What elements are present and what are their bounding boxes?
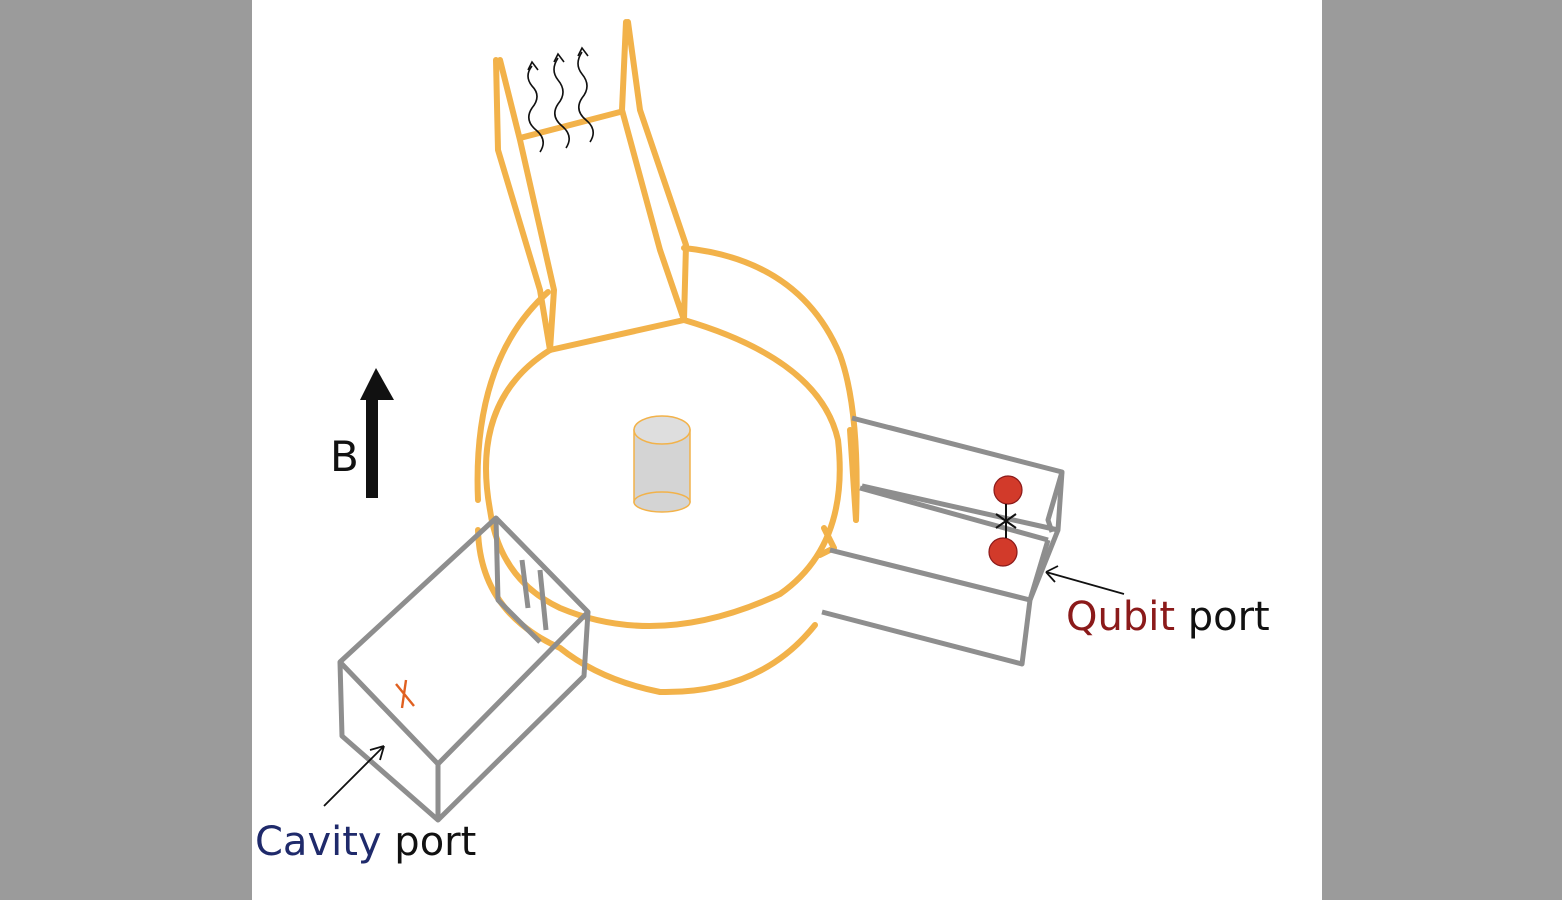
center-post: [633, 415, 691, 513]
chimney-right-wall: [619, 19, 689, 323]
cavity-body: [474, 19, 860, 696]
qubit-dot-top: [993, 475, 1023, 505]
cavity-outer-arc-right: [681, 245, 860, 523]
cross-icon: [395, 679, 415, 709]
wavy-lines-icon: [527, 46, 594, 153]
cavity-word: Cavity: [255, 819, 382, 865]
diagram-canvas: [252, 0, 1322, 900]
chimney-left-wall: [493, 57, 557, 353]
chimney-crossbar: [517, 109, 623, 141]
qubit-port-label: Qubit port: [1066, 597, 1270, 637]
qubit-word: Qubit: [1066, 594, 1176, 640]
qubit-pointer-arrow: [1045, 565, 1125, 595]
cavity-port-box: [337, 515, 591, 823]
qubit-junction: [988, 475, 1023, 567]
field-label: B: [330, 432, 359, 481]
qubit-port-word: port: [1175, 594, 1270, 640]
qubit-port-notch: [817, 427, 859, 558]
cross-icon: [995, 504, 1017, 538]
cavity-port-label: Cavity port: [255, 822, 476, 862]
qubit-port-box: [821, 415, 1065, 667]
qubit-dot-bottom: [988, 537, 1018, 567]
cavity-top-face: [483, 317, 843, 629]
cavity-port-word: port: [381, 819, 477, 865]
up-arrow-icon: [360, 368, 394, 498]
cavity-outer-arc-left: [474, 289, 551, 503]
cavity-pointer-arrow: [323, 745, 385, 807]
